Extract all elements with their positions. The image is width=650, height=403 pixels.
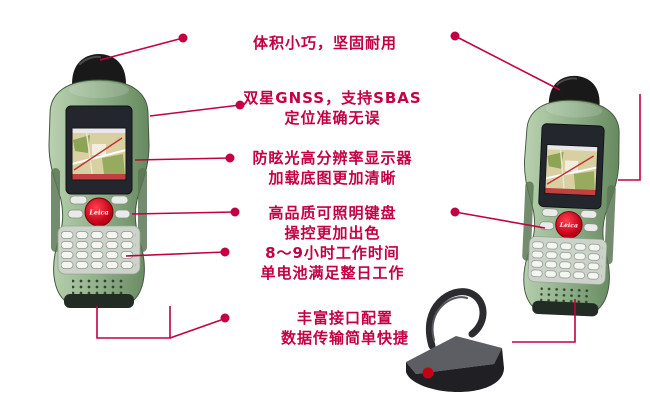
annotation-battery: 8～9小时工作时间 单电池满足整日工作 [235, 243, 430, 283]
device-right [500, 69, 641, 327]
annotation-line: 体积小巧，坚固耐用 [252, 34, 397, 52]
callout-line [169, 319, 222, 339]
annotation-display: 防眩光高分辨率显示器 加载底图更加清晰 [230, 148, 435, 188]
dock-top-face [406, 336, 502, 374]
callout-dot [220, 247, 230, 257]
callout-dot [450, 31, 460, 41]
annotation-line: 防眩光高分辨率显示器 [252, 149, 413, 167]
annotation-line: 高品质可照明键盘 [268, 204, 397, 222]
annotation-line: 8～9小时工作时间 [265, 244, 400, 262]
dock-handle [426, 288, 487, 350]
annotation-ports: 丰富接口配置 数据传输简单快捷 [255, 308, 435, 348]
dock-base [406, 348, 504, 392]
callout-dot [178, 33, 188, 43]
callout-dot [450, 207, 460, 217]
device-left [30, 50, 168, 318]
dock-leica-roundel [422, 367, 434, 379]
annotation-line: 定位准确无误 [284, 109, 381, 127]
callout-dot [230, 207, 240, 217]
callout-dot [220, 313, 230, 323]
annotation-keyboard: 高品质可照明键盘 操控更加出色 [240, 203, 425, 243]
annotation-line: 单电池满足整日工作 [260, 264, 405, 282]
annotation-compact: 体积小巧，坚固耐用 [215, 33, 435, 53]
dock-accessory [398, 280, 510, 402]
annotation-line: 双星GNSS，支持SBAS [243, 89, 422, 107]
annotation-line: 加载底图更加清晰 [268, 169, 397, 187]
annotation-line: 操控更加出色 [284, 224, 381, 242]
annotation-gnss: 双星GNSS，支持SBAS 定位准确无误 [230, 88, 435, 128]
annotation-line: 数据传输简单快捷 [280, 329, 409, 347]
annotation-line: 丰富接口配置 [296, 309, 393, 327]
